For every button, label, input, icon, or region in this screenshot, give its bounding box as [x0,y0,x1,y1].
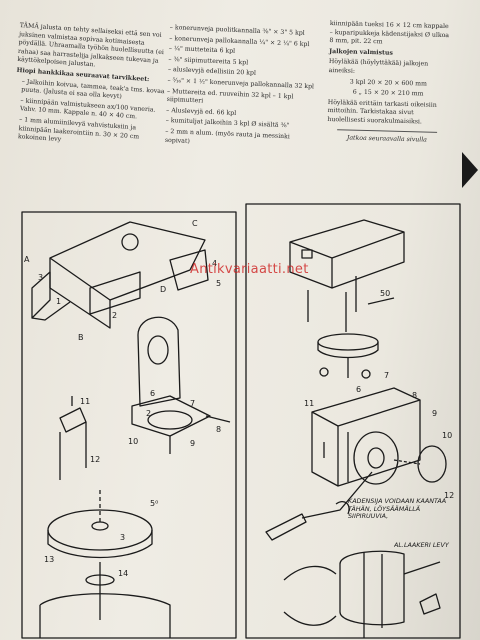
body-lines [323,432,349,482]
crank-disc [353,431,399,485]
diagram-panel-right: 50 7 8 9 10 11 12 6 KÄDENSIJA VOIDAAN KÄ… [245,203,461,639]
part-number: 10 [128,437,138,446]
angle-label: 5⁰ [150,499,158,508]
watermark-text: Antikvariaatti.net [190,262,309,277]
part-number: 6 [150,389,155,398]
wing-nut [419,593,441,615]
panel-frame [245,203,461,639]
base-disc-hole [91,521,109,531]
upper-disc [317,333,379,351]
intro-paragraph: TÄMÄ jalusta on tehty sellaiseksi että s… [17,22,165,69]
crank-arm [301,471,373,519]
measure-1: 3 kpl 20 × 20 × 600 mm [349,78,427,88]
dimension-label: 50 [380,289,390,298]
text-column-1: TÄMÄ jalusta on tehty sellaiseksi että s… [12,22,170,154]
part-number: 6 [356,385,361,394]
part-number: 9 [432,409,437,418]
leader-line [403,561,441,575]
pan-handle [205,415,231,423]
small-bracket-legs [59,422,87,480]
top-block-legs [307,276,357,322]
part-number: 5 [216,279,221,288]
center-hole [121,233,139,251]
part-number: 13 [44,555,54,564]
part-number: 10 [442,431,452,440]
pan-plate-ring [147,410,193,430]
bearing-detail [283,565,337,626]
top-block-sides [289,232,405,289]
disc-axis [393,459,421,465]
part-number: 3 [120,533,125,542]
part-number: 7 [384,371,389,380]
body-sides [311,400,421,487]
pan-plate [131,395,211,437]
section-letter: B [78,333,84,342]
side-disc [417,445,447,483]
bearing-housing [339,550,405,626]
top-block [289,219,405,259]
leg-blocks [39,593,171,638]
leg-bracket-center [89,271,141,315]
page-arrow-icon [462,152,478,188]
section-letter: D [160,285,166,294]
text-column-2: – konerunveja puolitkannalla ⅜" × 3" 5 k… [165,24,320,154]
dimension-line [367,297,395,305]
text-column-3: kiinnipään tueksi 16 × 12 cm kappale – k… [327,20,450,147]
legs-paragraph-2: Höyläkää erittäin tarkasti oikeisiin mit… [327,98,437,126]
divider [337,128,438,133]
parts-item: kiinnipään tueksi 16 × 12 cm kappale – k… [329,20,450,46]
screw-head [319,367,329,377]
bearing-note: AL.LAAKERI LEVY [394,542,449,549]
crank-handle [265,513,307,541]
part-number: 2 [112,311,117,320]
base-disc-edge [47,530,153,559]
leg-bracket-right [169,249,209,291]
part-number: 4 [212,259,217,268]
head-plate [49,221,206,301]
measure-2: 6 „ 15 × 20 × 210 mm [352,88,424,98]
panel-frame [21,211,237,639]
upper-disc-edge [317,342,379,359]
part-number: 12 [444,491,454,500]
rotation-arrow [335,500,350,515]
body-top [311,387,421,427]
part-number: 2 [146,409,151,418]
section-letter: A [24,255,30,264]
part-number: 9 [190,439,195,448]
part-number: 8 [412,391,417,400]
legs-heading: Jalkojen valmistus [329,47,393,57]
crank-note: KÄDENSIJA VOIDAAN KÄÄNTÄÄ TÄHÄN, LÖYSÄÄM… [348,498,447,521]
tilt-head [137,316,181,407]
diagram-panel-left: 1 2 3 4 5 6 7 8 9 10 11 12 13 14 A B C D… [21,211,237,639]
leg-bracket-left-edge [31,301,71,321]
part-number: 8 [216,425,221,434]
part-number: 3 [38,273,43,282]
screw-head [361,369,371,379]
part-number: 1 [56,297,61,306]
part-number: 11 [304,399,314,408]
top-block-slot [301,249,313,259]
section-letter: C [192,219,198,228]
part-number: 12 [90,455,100,464]
continued-note: Jatkoa seuraavalla sivulla [346,134,428,144]
legs-paragraph: Höyläkää (höylyttäkää) jalkojen aineiksi… [328,58,429,75]
tilt-head-hole [147,335,169,365]
part-number: 14 [118,569,128,578]
part-number: 7 [190,399,195,408]
small-bracket [59,407,87,433]
part-number: 11 [80,397,90,406]
crank-disc-hub [367,447,385,469]
leg-bracket-left [31,271,51,319]
